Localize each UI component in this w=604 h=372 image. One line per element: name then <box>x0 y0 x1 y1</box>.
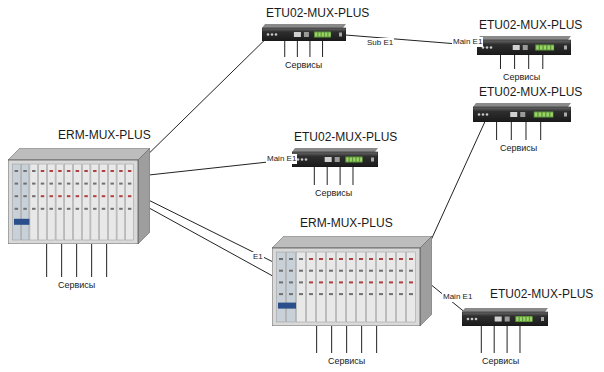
device-name: ETU02-MUX-PLUS <box>479 18 582 32</box>
etu-device: ETU02-MUX-PLUS <box>292 148 378 167</box>
services-label: Сервисы <box>315 188 352 198</box>
e1-link <box>150 208 275 277</box>
service-line <box>284 41 285 57</box>
device-name: ERM-MUX-PLUS <box>58 128 151 142</box>
port-label: Main E1 <box>452 37 483 47</box>
etu-device: ETU02-MUX-PLUS <box>462 308 548 326</box>
erm-rack: ERM-MUX-PLUS <box>272 236 432 326</box>
device-name: ETU02-MUX-PLUS <box>294 130 397 144</box>
port-label: E1 <box>252 252 264 262</box>
service-line <box>340 167 341 185</box>
device-name: ETU02-MUX-PLUS <box>266 6 369 20</box>
service-line <box>496 122 497 140</box>
service-line <box>542 55 543 69</box>
port-label: Main E1 <box>442 292 473 302</box>
services-label: Сервисы <box>58 280 95 290</box>
e1-link <box>429 122 485 245</box>
service-line <box>331 326 332 353</box>
service-line <box>361 326 362 353</box>
services-label: Сервисы <box>503 72 540 82</box>
service-line <box>528 55 529 69</box>
service-line <box>507 326 508 353</box>
etu-device: ETU02-MUX-PLUS <box>477 36 571 55</box>
service-line <box>76 244 77 277</box>
erm-rack: ERM-MUX-PLUS <box>8 148 150 244</box>
device-illustration <box>473 103 571 122</box>
device-illustration <box>262 24 346 41</box>
device-illustration <box>292 148 378 167</box>
service-line <box>494 326 495 353</box>
service-line <box>500 55 501 69</box>
service-line <box>314 167 315 185</box>
service-line <box>511 122 512 140</box>
services-label: Сервисы <box>482 356 519 366</box>
device-name: ERM-MUX-PLUS <box>300 216 393 230</box>
service-line <box>481 326 482 353</box>
device-illustration <box>272 236 432 326</box>
service-line <box>352 167 353 185</box>
device-illustration <box>477 36 571 55</box>
service-line <box>316 326 317 353</box>
device-name: ETU02-MUX-PLUS <box>490 287 593 301</box>
service-line <box>346 326 347 353</box>
service-line <box>376 326 377 353</box>
service-line <box>327 167 328 185</box>
etu-device: ETU02-MUX-PLUS <box>262 24 346 41</box>
service-line <box>309 41 310 57</box>
service-line <box>297 41 298 57</box>
service-line <box>514 55 515 69</box>
e1-link <box>149 40 265 154</box>
port-label: Sub E1 <box>366 38 394 48</box>
port-label: Main E1 <box>266 154 297 164</box>
device-name: ETU02-MUX-PLUS <box>479 85 582 99</box>
service-line <box>525 122 526 140</box>
device-illustration <box>462 308 548 326</box>
service-line <box>519 326 520 353</box>
service-line <box>106 244 107 277</box>
services-label: Сервисы <box>328 356 365 366</box>
e1-link <box>150 201 275 263</box>
service-line <box>322 41 323 57</box>
services-label: Сервисы <box>500 143 537 153</box>
services-label: Сервисы <box>285 60 322 70</box>
etu-device: ETU02-MUX-PLUS <box>473 103 571 122</box>
service-line <box>540 122 541 140</box>
service-line <box>61 244 62 277</box>
device-illustration <box>8 148 150 244</box>
service-line <box>46 244 47 277</box>
service-line <box>91 244 92 277</box>
